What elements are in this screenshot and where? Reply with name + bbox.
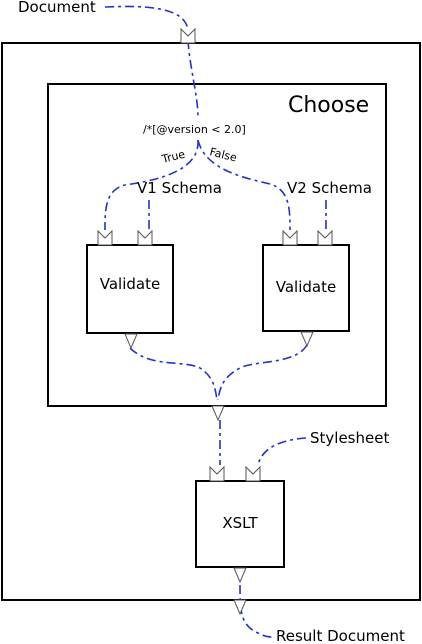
- ports: [97, 27, 333, 616]
- validate-left-input-port-2: [137, 229, 153, 246]
- condition-label: /*[@version < 2.0]: [143, 123, 246, 136]
- flow-to-condition: [187, 39, 199, 119]
- pipeline-input-port: [180, 27, 196, 44]
- validate-right-label: Validate: [276, 278, 336, 296]
- pipeline-output-port: [233, 599, 247, 616]
- validate-right-input-port-2: [317, 229, 333, 246]
- xslt-output-port: [233, 567, 247, 584]
- validate-left-input-port-1: [97, 229, 113, 246]
- flow-true-branch: [104, 139, 199, 231]
- validate-right-input-port-1: [282, 229, 298, 246]
- flow-false-branch: [197, 139, 291, 231]
- flow-stylesheet: [257, 437, 307, 466]
- flow-document-input: [104, 5, 189, 31]
- v2-schema-label: V2 Schema: [287, 179, 372, 197]
- v1-schema-label: V1 Schema: [137, 179, 222, 197]
- xslt-input-port-1: [209, 465, 225, 482]
- validate-right-output-port: [300, 331, 314, 348]
- xslt-box: [195, 480, 285, 568]
- validate-left-output-port: [124, 333, 138, 350]
- result-document-label: Result Document: [276, 627, 405, 644]
- xslt-label: XSLT: [222, 514, 258, 532]
- xslt-input-port-2: [245, 465, 261, 482]
- validate-right-box: [262, 244, 350, 332]
- flow-merge-left: [129, 347, 218, 401]
- true-branch-label: True: [160, 148, 187, 167]
- stylesheet-label: Stylesheet: [310, 429, 389, 447]
- validate-left-box: [86, 244, 174, 334]
- flow-result-out: [239, 584, 273, 638]
- document-label: Document: [18, 0, 96, 16]
- flow-merge-right: [217, 344, 308, 401]
- flow-lines: [104, 5, 327, 638]
- validate-left-label: Validate: [100, 275, 160, 293]
- choose-output-port: [211, 405, 225, 422]
- choose-title: Choose: [288, 93, 369, 118]
